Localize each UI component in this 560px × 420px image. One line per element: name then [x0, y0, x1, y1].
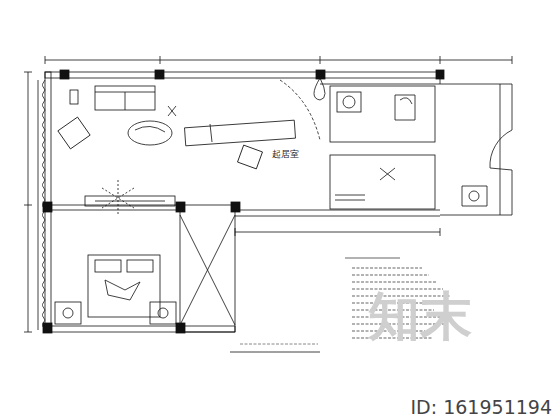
image-id: ID: 161951194: [407, 397, 556, 418]
note-line: [352, 281, 436, 282]
note-line: [352, 267, 422, 268]
room-label: 起居室: [272, 150, 299, 159]
watermark: 知末: [368, 290, 472, 342]
note-line: [352, 274, 429, 275]
